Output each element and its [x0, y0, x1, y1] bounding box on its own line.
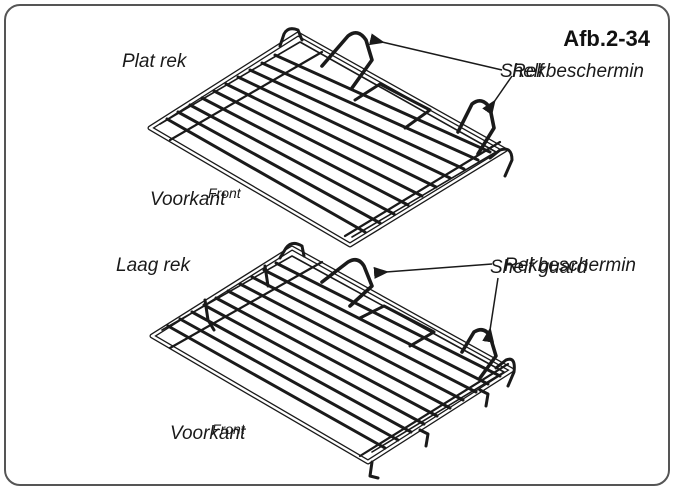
- figure-title: Afb.2-34: [563, 26, 650, 51]
- low-rack-guard-arrows: [373, 263, 499, 343]
- low-rack-wires: [166, 261, 502, 450]
- flat-rack-guard-label-en: Shelf: [500, 61, 544, 82]
- flat-rack: [147, 27, 514, 248]
- low-rack-front-label-nl: Voorkant: [170, 423, 246, 444]
- flat-rack-front-label-nl: Voorkant: [150, 189, 226, 210]
- flat-rack-wires: [165, 53, 492, 234]
- flat-rack-front-label-en: Front: [208, 185, 241, 201]
- flat-rack-guard-arrows: [368, 33, 513, 116]
- low-rack: [149, 241, 516, 480]
- low-rack-guard-label-en: Shelf guard: [490, 257, 588, 278]
- flat-rack-guard-label-nl: Rekbeschermin: [512, 61, 644, 82]
- low-rack-name: Laag rek: [116, 255, 190, 276]
- low-rack-front-label-en: Front: [212, 421, 245, 437]
- flat-rack-name: Plat rek: [122, 51, 187, 72]
- low-rack-guard-label-nl: Rekbeschermin: [504, 255, 636, 276]
